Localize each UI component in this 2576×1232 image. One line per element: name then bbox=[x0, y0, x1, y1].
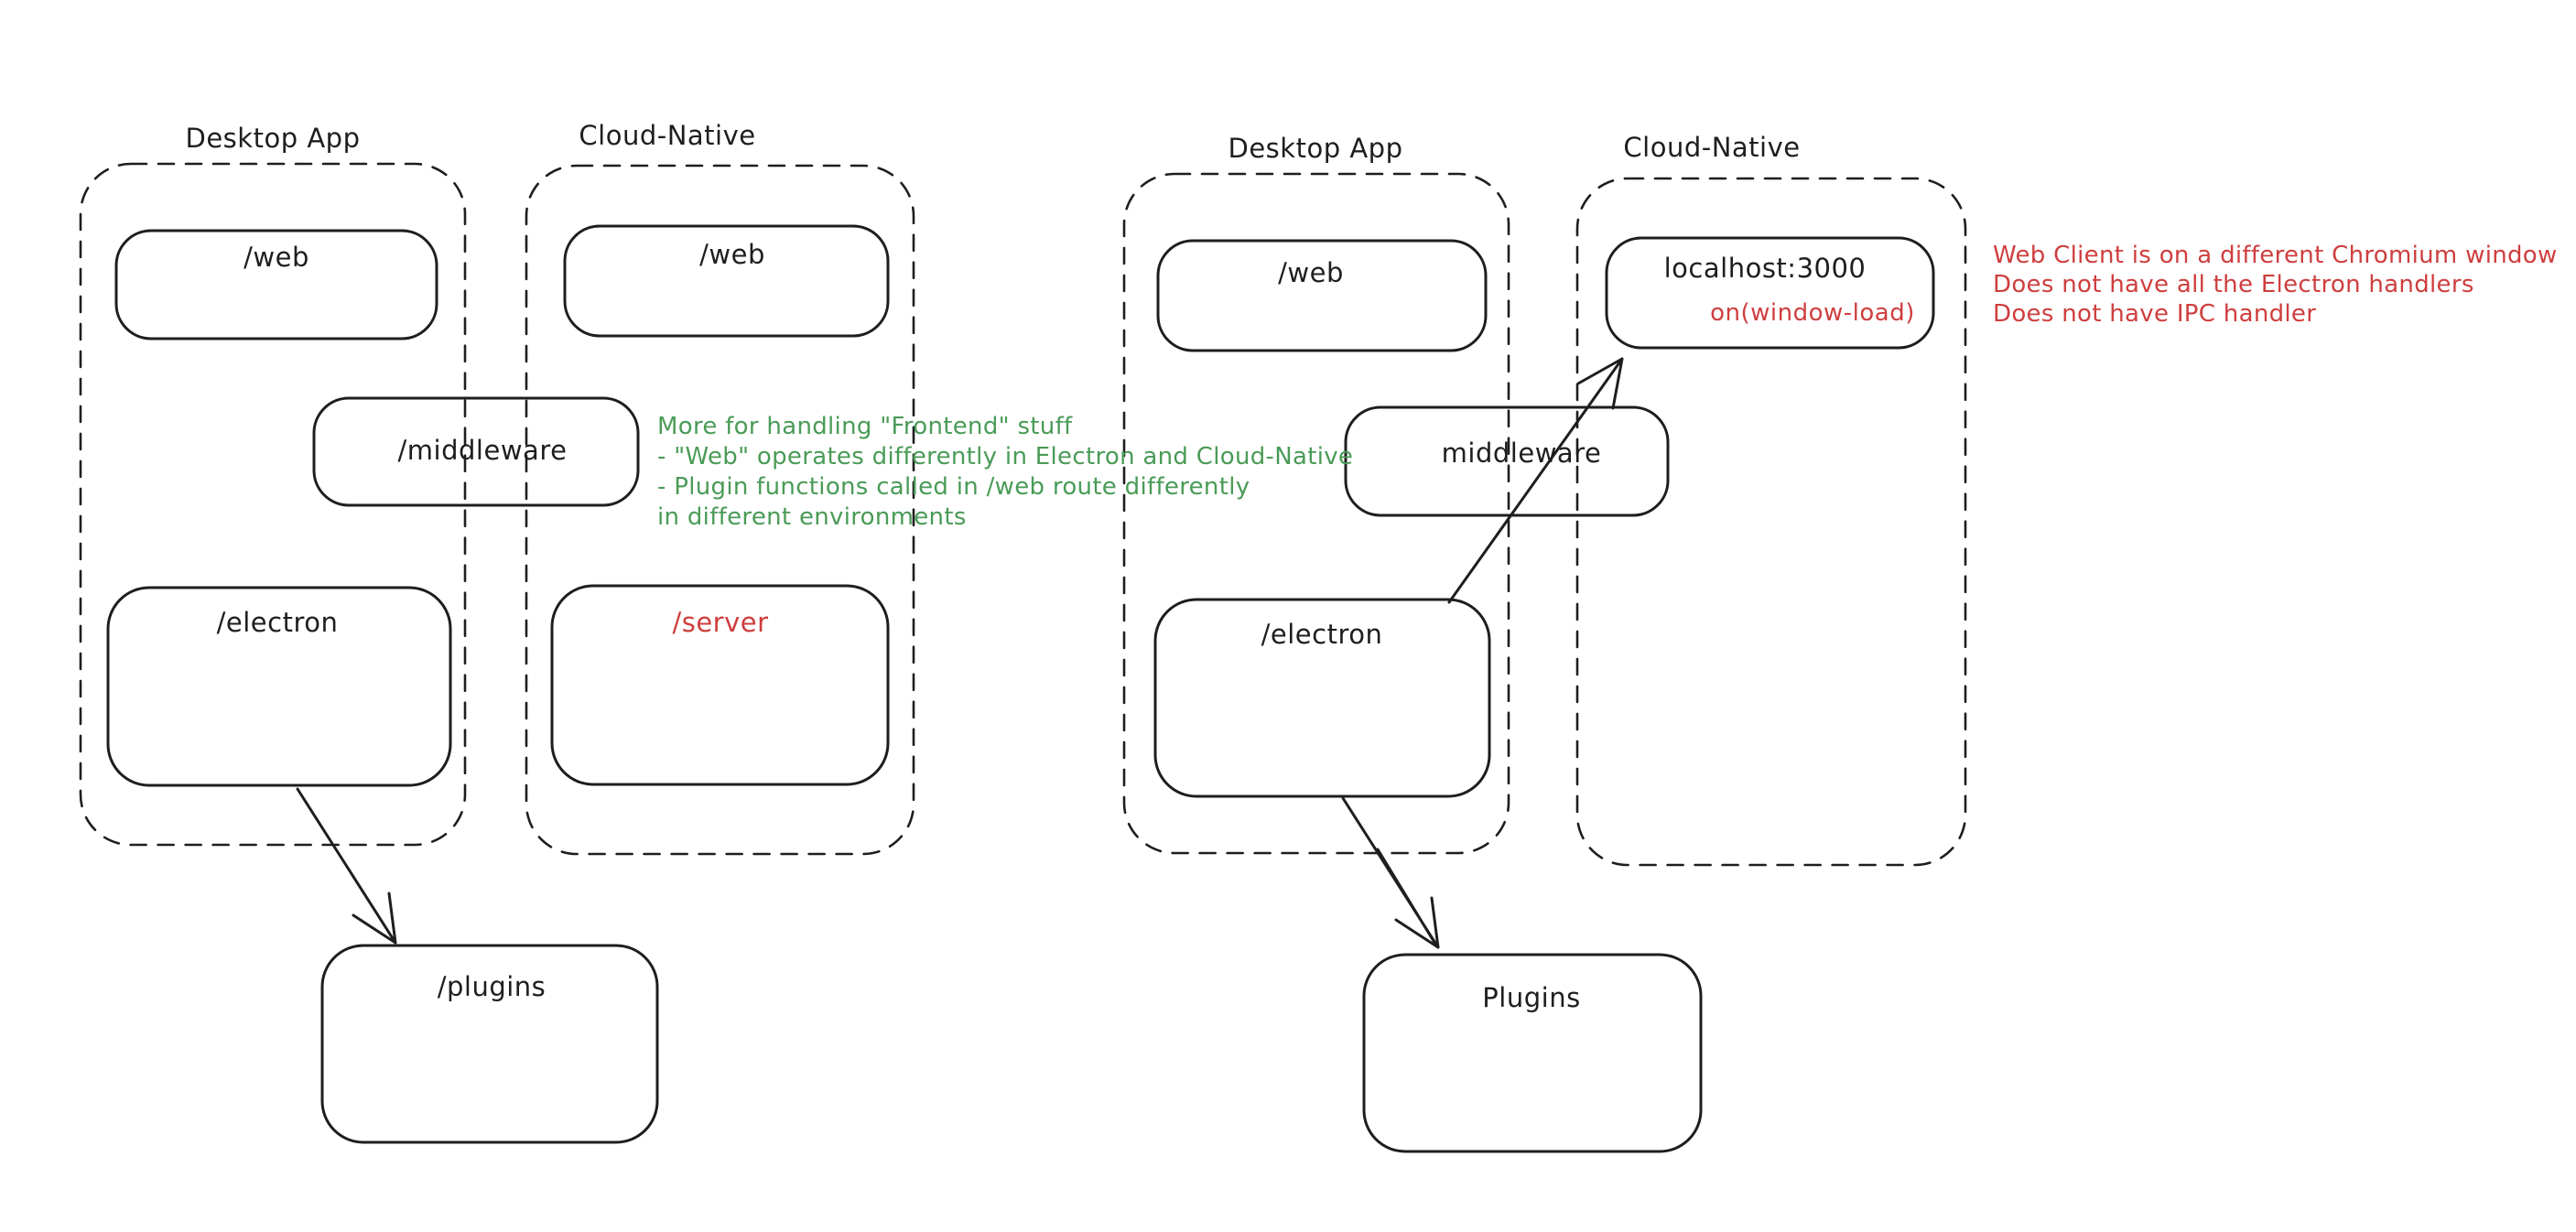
group-container-cloud-native-left bbox=[525, 164, 915, 856]
box-label-web-cloud-left: /web bbox=[699, 239, 765, 270]
box-label-electron-left: /electron bbox=[216, 607, 339, 638]
box-label-plugins-right: Plugins bbox=[1482, 982, 1581, 1013]
annotation-line: More for handling "Frontend" stuff bbox=[657, 413, 1073, 440]
box-label-localhost-right: localhost:3000 bbox=[1663, 253, 1867, 284]
box-middleware-right bbox=[1344, 405, 1670, 517]
box-electron-left bbox=[106, 586, 452, 787]
box-label-electron-right: /electron bbox=[1261, 619, 1383, 650]
box-label-middleware-right: middleware bbox=[1441, 438, 1602, 469]
box-web-cloud-left bbox=[563, 224, 890, 338]
box-label-web-right: /web bbox=[1278, 257, 1344, 288]
box-label-server-left: /server bbox=[672, 607, 769, 638]
group-container-cloud-native-right bbox=[1575, 177, 1967, 867]
annotation-line: Web Client is on a different Chromium wi… bbox=[1993, 242, 2558, 269]
box-middleware-left bbox=[312, 396, 640, 507]
group-container-desktop-app-left bbox=[79, 162, 467, 847]
group-label-desktop-app-left: Desktop App bbox=[185, 123, 361, 154]
arrow-electron-to-plugins-left bbox=[296, 787, 397, 945]
group-label-cloud-native-right: Cloud-Native bbox=[1623, 132, 1801, 163]
box-label-web-desktop-left: /web bbox=[244, 242, 309, 273]
annotation-line: Does not have all the Electron handlers bbox=[1993, 271, 2474, 298]
box-label-plugins-left: /plugins bbox=[437, 971, 547, 1002]
annotation-red-web-client-note: Web Client is on a different Chromium wi… bbox=[1993, 241, 2558, 329]
box-plugins-left bbox=[320, 944, 659, 1144]
arrow-electron-to-localhost-right bbox=[1447, 357, 1624, 604]
box-label-window-load-right: on(window-load) bbox=[1710, 299, 1915, 327]
arrow-electron-to-plugins-right bbox=[1341, 796, 1440, 949]
box-server-left bbox=[550, 584, 890, 786]
annotation-green-middleware-note: More for handling "Frontend" stuff - "We… bbox=[657, 412, 1353, 533]
group-container-desktop-app-right bbox=[1122, 172, 1510, 855]
annotation-line: in different environments bbox=[657, 503, 967, 531]
group-label-cloud-native-left: Cloud-Native bbox=[579, 120, 756, 151]
annotation-line: - "Web" operates differently in Electron… bbox=[657, 443, 1354, 470]
annotation-line: Does not have IPC handler bbox=[1993, 300, 2317, 328]
box-plugins-right bbox=[1362, 953, 1703, 1153]
group-label-desktop-app-right: Desktop App bbox=[1228, 133, 1403, 164]
annotation-line: - Plugin functions called in /web route … bbox=[657, 473, 1250, 501]
box-web-desktop-left bbox=[114, 229, 438, 340]
box-web-right bbox=[1156, 239, 1488, 352]
box-label-middleware-left: /middleware bbox=[397, 435, 568, 466]
box-localhost-right bbox=[1605, 236, 1935, 350]
box-electron-right bbox=[1153, 598, 1491, 798]
